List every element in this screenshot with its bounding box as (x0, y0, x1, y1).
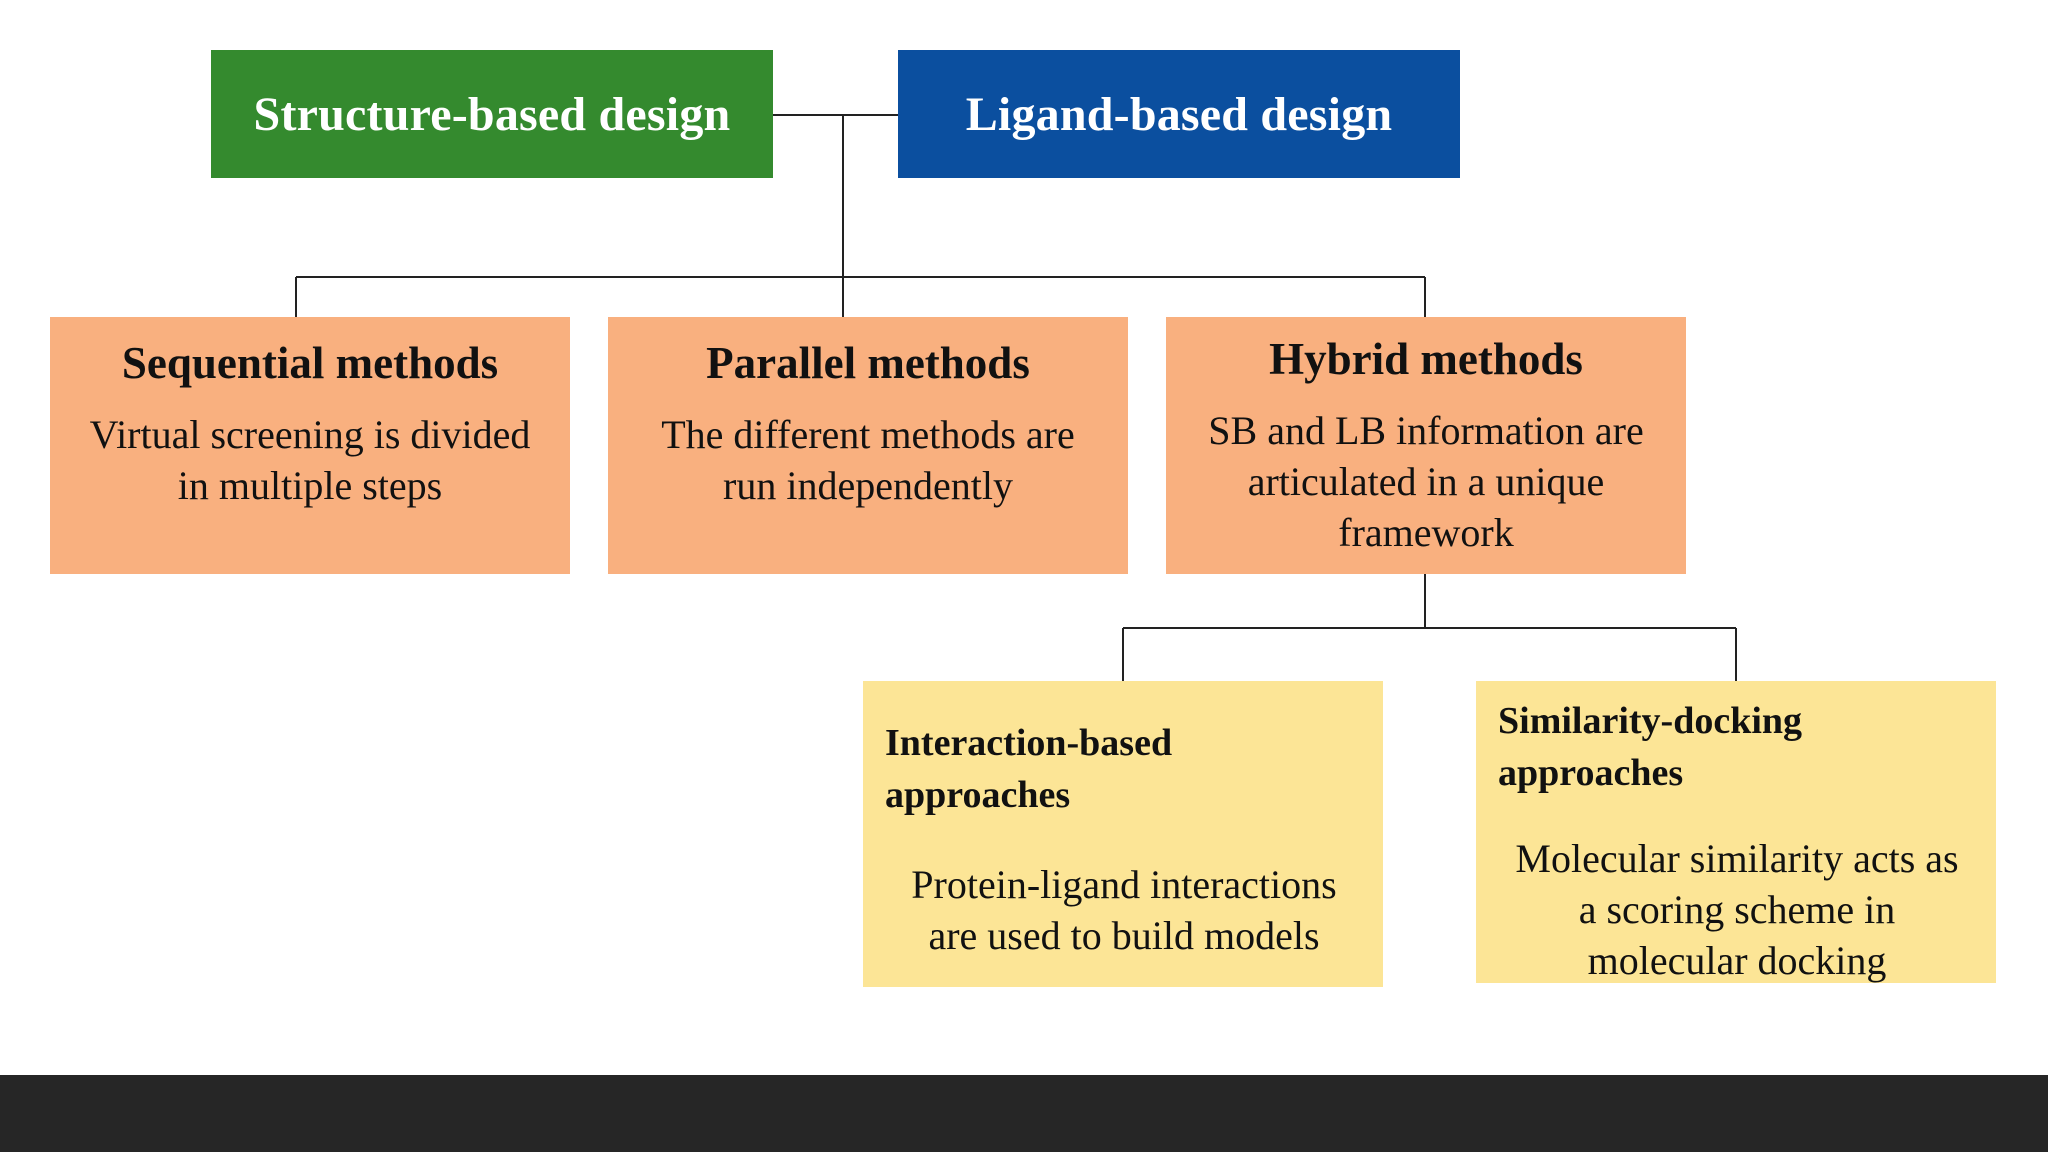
hybrid-methods-box: Hybrid methods SB and LB information are… (1166, 317, 1686, 574)
description-line: in multiple steps (177, 463, 443, 508)
structure-based-design-label: Structure-based design (253, 87, 731, 141)
parallel-methods-box: Parallel methods The different methods a… (608, 317, 1128, 574)
description-line: Virtual screening is divided (89, 412, 531, 457)
footer-bar (0, 1075, 2048, 1152)
ligand-based-design-label: Ligand-based design (965, 87, 1393, 141)
similarity-docking-approaches-description: Molecular similarity acts as a scoring s… (1498, 833, 1976, 986)
structure-based-design-box: Structure-based design (211, 50, 773, 178)
sequential-methods-description: Virtual screening is divided in multiple… (74, 409, 546, 511)
description-line: a scoring scheme in (1578, 887, 1896, 932)
description-line: SB and LB information are (1208, 408, 1644, 453)
interaction-based-approaches-title: Interaction-based approaches (885, 717, 1363, 821)
description-line: Protein-ligand interactions (911, 862, 1337, 907)
ligand-based-design-box: Ligand-based design (898, 50, 1460, 178)
parallel-methods-title: Parallel methods (706, 338, 1030, 388)
hybrid-methods-description: SB and LB information are articulated in… (1190, 405, 1662, 558)
title-line: Similarity-docking (1498, 700, 1803, 742)
description-line: are used to build models (928, 913, 1320, 958)
description-line: The different methods are (661, 412, 1075, 457)
similarity-docking-approaches-box: Similarity-docking approaches Molecular … (1476, 681, 1996, 983)
hybrid-methods-title: Hybrid methods (1269, 334, 1583, 384)
description-line: articulated in a unique (1247, 459, 1605, 504)
description-line: molecular docking (1587, 938, 1887, 983)
interaction-based-approaches-box: Interaction-based approaches Protein-lig… (863, 681, 1383, 987)
title-line: Interaction-based (885, 722, 1173, 764)
title-line: approaches (1498, 752, 1684, 794)
title-line: approaches (885, 774, 1071, 816)
parallel-methods-description: The different methods are run independen… (632, 409, 1104, 511)
similarity-docking-approaches-title: Similarity-docking approaches (1498, 695, 1976, 799)
description-line: Molecular similarity acts as (1515, 836, 1959, 881)
interaction-based-approaches-description: Protein-ligand interactions are used to … (885, 859, 1363, 961)
sequential-methods-box: Sequential methods Virtual screening is … (50, 317, 570, 574)
sequential-methods-title: Sequential methods (121, 338, 499, 388)
description-line: run independently (723, 463, 1013, 508)
description-line: framework (1338, 510, 1514, 555)
